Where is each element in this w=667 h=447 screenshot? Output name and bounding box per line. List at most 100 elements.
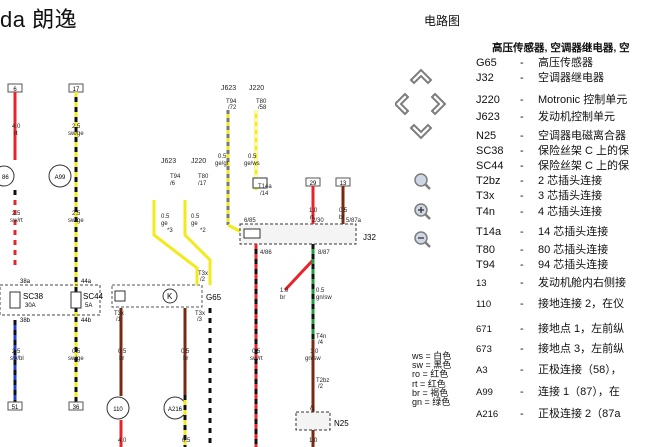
svg-text:4.0: 4.0 — [12, 124, 21, 130]
svg-text:/72: /72 — [228, 105, 237, 111]
legend-desc: 发动机舱内右侧接 — [538, 277, 626, 289]
svg-text:2.5: 2.5 — [72, 211, 81, 217]
legend-dash: - — [520, 386, 524, 398]
legend-desc: 保险丝架 C 上的保 — [538, 160, 630, 172]
svg-text:ge: ge — [161, 221, 168, 227]
legend-desc: 正极连接（58）， — [538, 364, 622, 376]
clutch-n25 — [295, 411, 331, 431]
svg-text:G65: G65 — [206, 293, 222, 302]
color-key-item: ws = 白色 — [412, 351, 452, 361]
legend-dash: - — [520, 259, 524, 271]
svg-text:/1: /1 — [310, 406, 316, 412]
svg-text:2/30: 2/30 — [312, 218, 324, 224]
svg-text:*3: *3 — [167, 228, 173, 234]
legend-code: N25 — [476, 130, 497, 142]
svg-text:sw/rt: sw/rt — [250, 356, 263, 362]
svg-text:/1: /1 — [116, 317, 122, 323]
wire-yellow-j623 — [152, 200, 199, 285]
svg-text:/2: /2 — [318, 384, 324, 390]
svg-text:J220: J220 — [249, 85, 264, 92]
legend-desc: 高压传感器 — [538, 57, 593, 69]
svg-text:A216: A216 — [168, 407, 183, 413]
legend-code: A3 — [476, 365, 488, 376]
down-arrow-icon[interactable] — [409, 123, 433, 140]
terminal-box-51: 51 — [7, 401, 23, 411]
svg-text:29: 29 — [310, 181, 317, 187]
legend-row: A216-正极连接 2（87a — [476, 405, 621, 421]
svg-text:/6: /6 — [170, 181, 176, 187]
svg-text:44b: 44b — [81, 318, 92, 324]
svg-text:1.0: 1.0 — [309, 438, 318, 444]
legend-code: T2bz — [476, 175, 501, 187]
svg-text:sw/ge: sw/ge — [68, 356, 84, 362]
svg-text:T80: T80 — [198, 174, 209, 180]
legend-row: A99-连接 1（87），在 — [476, 383, 620, 399]
legend-code: 673 — [476, 344, 492, 355]
left-arrow-icon[interactable] — [395, 92, 410, 116]
legend-dash: - — [520, 175, 524, 187]
svg-text:/14: /14 — [260, 191, 269, 197]
legend-code: T14a — [476, 226, 502, 238]
legend-row: T3x-3 芯插头连接 — [476, 187, 602, 203]
svg-text:0.5: 0.5 — [191, 214, 200, 220]
svg-text:/2: /2 — [200, 277, 206, 283]
svg-text:*2: *2 — [200, 228, 206, 234]
svg-text:ge/ws: ge/ws — [244, 161, 260, 167]
legend-row: T94-94 芯插头连接 — [476, 256, 608, 272]
legend-row: SC44-保险丝架 C 上的保 — [476, 157, 629, 173]
svg-text:5A: 5A — [85, 303, 92, 309]
zoom-icon[interactable] — [414, 173, 431, 190]
svg-text:86: 86 — [2, 175, 9, 181]
legend-code: 110 — [476, 299, 492, 310]
svg-text:sw/rt: sw/rt — [10, 218, 23, 224]
legend-dash: - — [520, 190, 524, 202]
zoom-in-icon[interactable] — [414, 203, 431, 220]
svg-text:0.5: 0.5 — [252, 349, 261, 355]
legend-row: J220-Motronic 控制单元 — [476, 91, 627, 107]
page-type-label: 电路图 — [424, 14, 461, 28]
legend-desc: 正极连接 2（87a — [538, 408, 621, 420]
svg-text:T3x: T3x — [198, 271, 208, 277]
connection-circle-a99: A99 — [48, 164, 72, 188]
legend-row: T14a-14 芯插头连接 — [476, 223, 608, 239]
legend-desc: 连接 1（87），在 — [538, 386, 620, 398]
svg-text:6/85: 6/85 — [244, 218, 256, 224]
svg-text:J32: J32 — [363, 233, 376, 242]
legend-desc: 接地连接 2，在仪 — [538, 298, 625, 310]
wire-yellow-j220 — [183, 200, 212, 285]
legend-row: SC38-保险丝架 C 上的保 — [476, 142, 629, 158]
svg-text:1.0: 1.0 — [280, 288, 289, 294]
svg-text:/4: /4 — [318, 340, 324, 346]
svg-text:J220: J220 — [191, 158, 206, 165]
svg-text:J623: J623 — [161, 158, 176, 165]
svg-text:ge/gr: ge/gr — [215, 161, 229, 167]
legend-desc: 发动机控制单元 — [538, 111, 615, 123]
up-arrow-icon[interactable] — [409, 68, 433, 85]
svg-text:0.5: 0.5 — [339, 208, 348, 214]
fuse-sc44 — [70, 291, 82, 309]
zoom-out-icon[interactable] — [414, 231, 431, 248]
right-arrow-icon[interactable] — [430, 92, 447, 116]
legend-row: T80-80 芯插头连接 — [476, 241, 608, 257]
svg-text:6: 6 — [13, 87, 17, 93]
svg-text:38b: 38b — [20, 318, 31, 324]
svg-text:1.0: 1.0 — [310, 349, 319, 355]
svg-text:1.0: 1.0 — [309, 208, 318, 214]
legend-code: G65 — [476, 57, 497, 69]
legend-row: 13-发动机舱内右侧接 — [476, 274, 626, 290]
legend-dash: - — [520, 364, 524, 376]
svg-text:5/87a: 5/87a — [346, 218, 362, 224]
svg-text:0.5: 0.5 — [161, 214, 170, 220]
legend-code: T3x — [476, 190, 495, 202]
svg-text:36: 36 — [73, 405, 80, 411]
svg-text:0.5: 0.5 — [248, 154, 257, 160]
legend-row: 673-接地点 3，左前纵 — [476, 340, 624, 356]
connection-circle-110: 110 — [106, 396, 130, 420]
svg-text:0.5: 0.5 — [218, 154, 227, 160]
legend-dash: - — [520, 130, 524, 142]
svg-text:44a: 44a — [81, 279, 92, 285]
svg-text:gn/sw: gn/sw — [316, 295, 332, 301]
svg-text:110: 110 — [113, 407, 123, 413]
legend-row: A3 - 正极连接（58）， — [476, 361, 622, 377]
svg-text:13: 13 — [340, 181, 347, 187]
